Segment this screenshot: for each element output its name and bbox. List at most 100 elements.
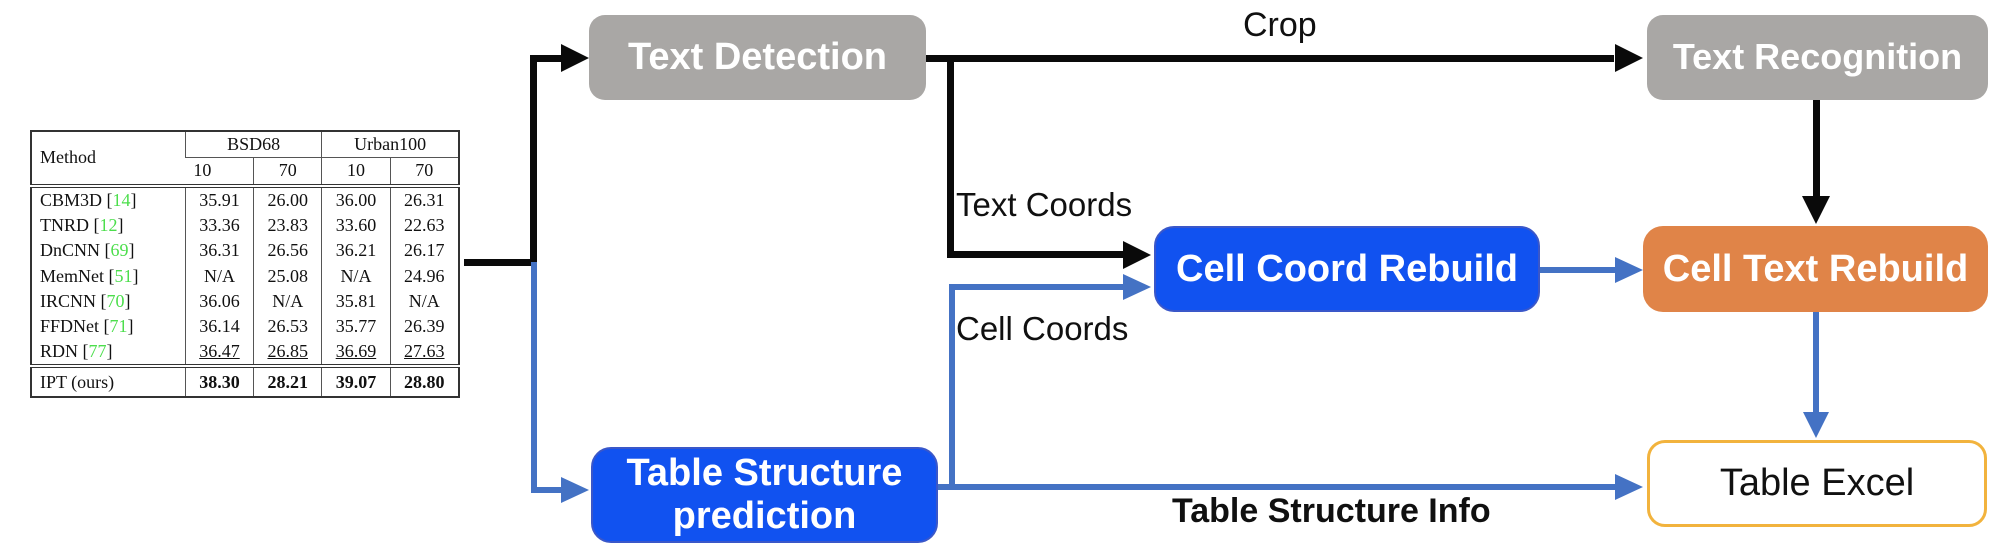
edge-table-to-junction: [464, 259, 537, 266]
node-label-line2: prediction: [672, 495, 857, 537]
edge-crop: [926, 55, 1614, 62]
value-cell: 35.77: [321, 313, 391, 340]
value-cell: 27.63: [389, 339, 459, 369]
method-name: RDN [: [40, 341, 89, 362]
citation-number: 69: [110, 240, 129, 261]
value-cell: 22.63: [389, 212, 459, 239]
edge-junction-vertical: [530, 55, 537, 266]
value-cell: 28.21: [253, 366, 322, 397]
value-cell: 36.69: [321, 339, 391, 369]
edge-recognition-to-rebuild: [1813, 100, 1820, 196]
table-header-row: Method BSD68 Urban100: [31, 131, 459, 188]
value-cell: 26.39: [389, 313, 459, 340]
method-cell: RDN [77]: [31, 339, 186, 369]
edge-to-text-detection: [530, 55, 563, 62]
method-name: FFDNet [: [40, 315, 110, 336]
table-header-urban100: Urban100: [321, 131, 459, 158]
node-label-line1: Table Structure: [626, 452, 903, 495]
edge-text-coords-horizontal: [947, 251, 1123, 258]
arrowhead-cell-text-rebuild-left: [1615, 257, 1643, 283]
value-cell: 26.17: [389, 238, 459, 264]
table-header-method: Method: [31, 131, 186, 188]
table-subheader-cell: 70: [253, 157, 322, 188]
table-row: DnCNN [69] 36.31 26.56 36.21 26.17: [31, 238, 459, 264]
method-name: MemNet [: [40, 265, 115, 286]
method-cell: DnCNN [69]: [31, 238, 185, 263]
method-cell: MemNet [51]: [31, 263, 185, 288]
value-cell: 39.07: [321, 366, 391, 397]
table-subheader-cell: 70: [389, 157, 459, 188]
node-table-excel: Table Excel: [1647, 440, 1987, 527]
edge-coord-to-text-rebuild: [1540, 267, 1615, 273]
table-subheader-row: 10 70 10 70: [31, 157, 459, 188]
value-cell: 35.81: [321, 288, 391, 314]
results-table: Method BSD68 Urban100 10 70 10 70 CBM3D …: [30, 130, 460, 398]
method-suffix: ]: [132, 265, 139, 286]
value-cell: 36.31: [184, 238, 254, 264]
edge-label-cell-coords: Cell Coords: [956, 310, 1129, 347]
method-cell: TNRD [12]: [31, 213, 185, 238]
method-suffix: ]: [127, 315, 134, 336]
arrowhead-table-excel-top: [1803, 412, 1829, 438]
node-text-detection: Text Detection: [589, 15, 926, 100]
arrowhead-table-excel-left: [1615, 474, 1643, 500]
value-cell: 23.83: [253, 212, 322, 239]
method-cell: IPT (ours): [31, 366, 185, 397]
edge-label-crop: Crop: [1243, 6, 1317, 44]
method-name: IPT (ours): [40, 371, 115, 392]
method-name: DnCNN [: [40, 240, 111, 261]
value-cell: N/A: [184, 263, 254, 289]
table-row: MemNet [51] N/A 25.08 N/A 24.96: [31, 263, 459, 289]
edge-table-structure-info: [938, 484, 1615, 490]
value-cell: 26.56: [253, 238, 322, 264]
table-row: FFDNet [71] 36.14 26.53 35.77 26.39: [31, 313, 459, 340]
edge-label-text-coords: Text Coords: [956, 186, 1133, 223]
node-cell-text-rebuild: Cell Text Rebuild: [1643, 226, 1988, 312]
edge-text-coords-vertical: [947, 55, 954, 258]
citation-number: 71: [109, 315, 128, 336]
value-cell: 24.96: [389, 263, 459, 289]
arrowhead-cell-text-rebuild: [1802, 196, 1830, 224]
node-table-structure-prediction: Table Structure prediction: [591, 447, 938, 543]
citation-number: 14: [112, 189, 131, 210]
value-cell: 26.31: [389, 185, 459, 213]
method-name: TNRD [: [40, 215, 100, 236]
table-row: IPT (ours) 38.30 28.21 39.07 28.80: [31, 366, 459, 397]
value-cell: 36.00: [321, 185, 391, 213]
node-cell-coord-rebuild: Cell Coord Rebuild: [1154, 226, 1540, 312]
citation-number: 77: [88, 341, 107, 362]
value-cell: N/A: [253, 288, 322, 314]
table-row: RDN [77] 36.47 26.85 36.69 27.63: [31, 339, 459, 369]
citation-number: 51: [114, 265, 133, 286]
arrowhead-text-coords: [1123, 241, 1151, 269]
value-cell: 25.08: [253, 263, 322, 289]
method-suffix: ]: [117, 215, 124, 236]
value-cell: 36.21: [321, 238, 391, 264]
value-cell: 36.14: [184, 313, 254, 340]
table-row: TNRD [12] 33.36 23.83 33.60 22.63: [31, 212, 459, 239]
table-subheader-cell: 10: [185, 157, 254, 188]
arrowhead-cell-coord-rebuild: [1123, 274, 1151, 300]
value-cell: 38.30: [184, 366, 254, 397]
citation-number: 70: [106, 290, 125, 311]
method-cell: FFDNet [71]: [31, 314, 185, 339]
value-cell: 35.91: [184, 185, 254, 213]
value-cell: 28.80: [389, 366, 459, 397]
method-name: CBM3D [: [40, 189, 113, 210]
node-text-recognition: Text Recognition: [1647, 15, 1988, 100]
method-suffix: ]: [128, 240, 135, 261]
arrowhead-table-structure: [561, 477, 589, 503]
method-suffix: ]: [130, 189, 137, 210]
method-suffix: ]: [106, 341, 113, 362]
value-cell: 36.06: [184, 288, 254, 314]
value-cell: 26.85: [253, 339, 322, 369]
value-cell: 36.47: [184, 339, 254, 369]
method-cell: CBM3D [14]: [31, 186, 185, 213]
value-cell: 33.60: [321, 212, 391, 239]
value-cell: N/A: [321, 263, 391, 289]
arrowhead-text-detection: [561, 44, 589, 72]
value-cell: 33.36: [184, 212, 254, 239]
table-header-bsd68: BSD68: [184, 131, 322, 158]
table-row: CBM3D [14] 35.91 26.00 36.00 26.31: [31, 185, 459, 213]
